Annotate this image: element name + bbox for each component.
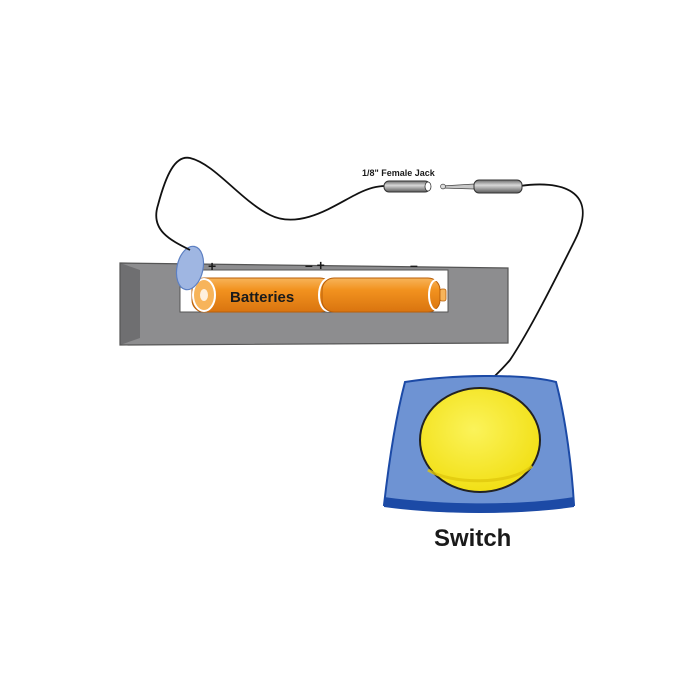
mid-terminal-label: – +	[305, 257, 325, 273]
plus-label-left: +	[208, 258, 216, 274]
contact-pad	[175, 245, 205, 291]
battery-left	[191, 277, 338, 313]
switch-button	[419, 387, 541, 493]
jack-label: 1/8" Female Jack	[362, 168, 436, 178]
minus-label-right: –	[410, 257, 418, 273]
wire-battery-to-jack	[155, 156, 386, 251]
battery-right	[321, 277, 447, 313]
switch-device	[382, 374, 576, 513]
female-jack	[383, 180, 432, 193]
switch-label: Switch	[434, 525, 511, 552]
batteries-label: Batteries	[230, 289, 294, 306]
wire-plug-to-switch	[484, 183, 584, 387]
male-plug	[440, 179, 523, 194]
